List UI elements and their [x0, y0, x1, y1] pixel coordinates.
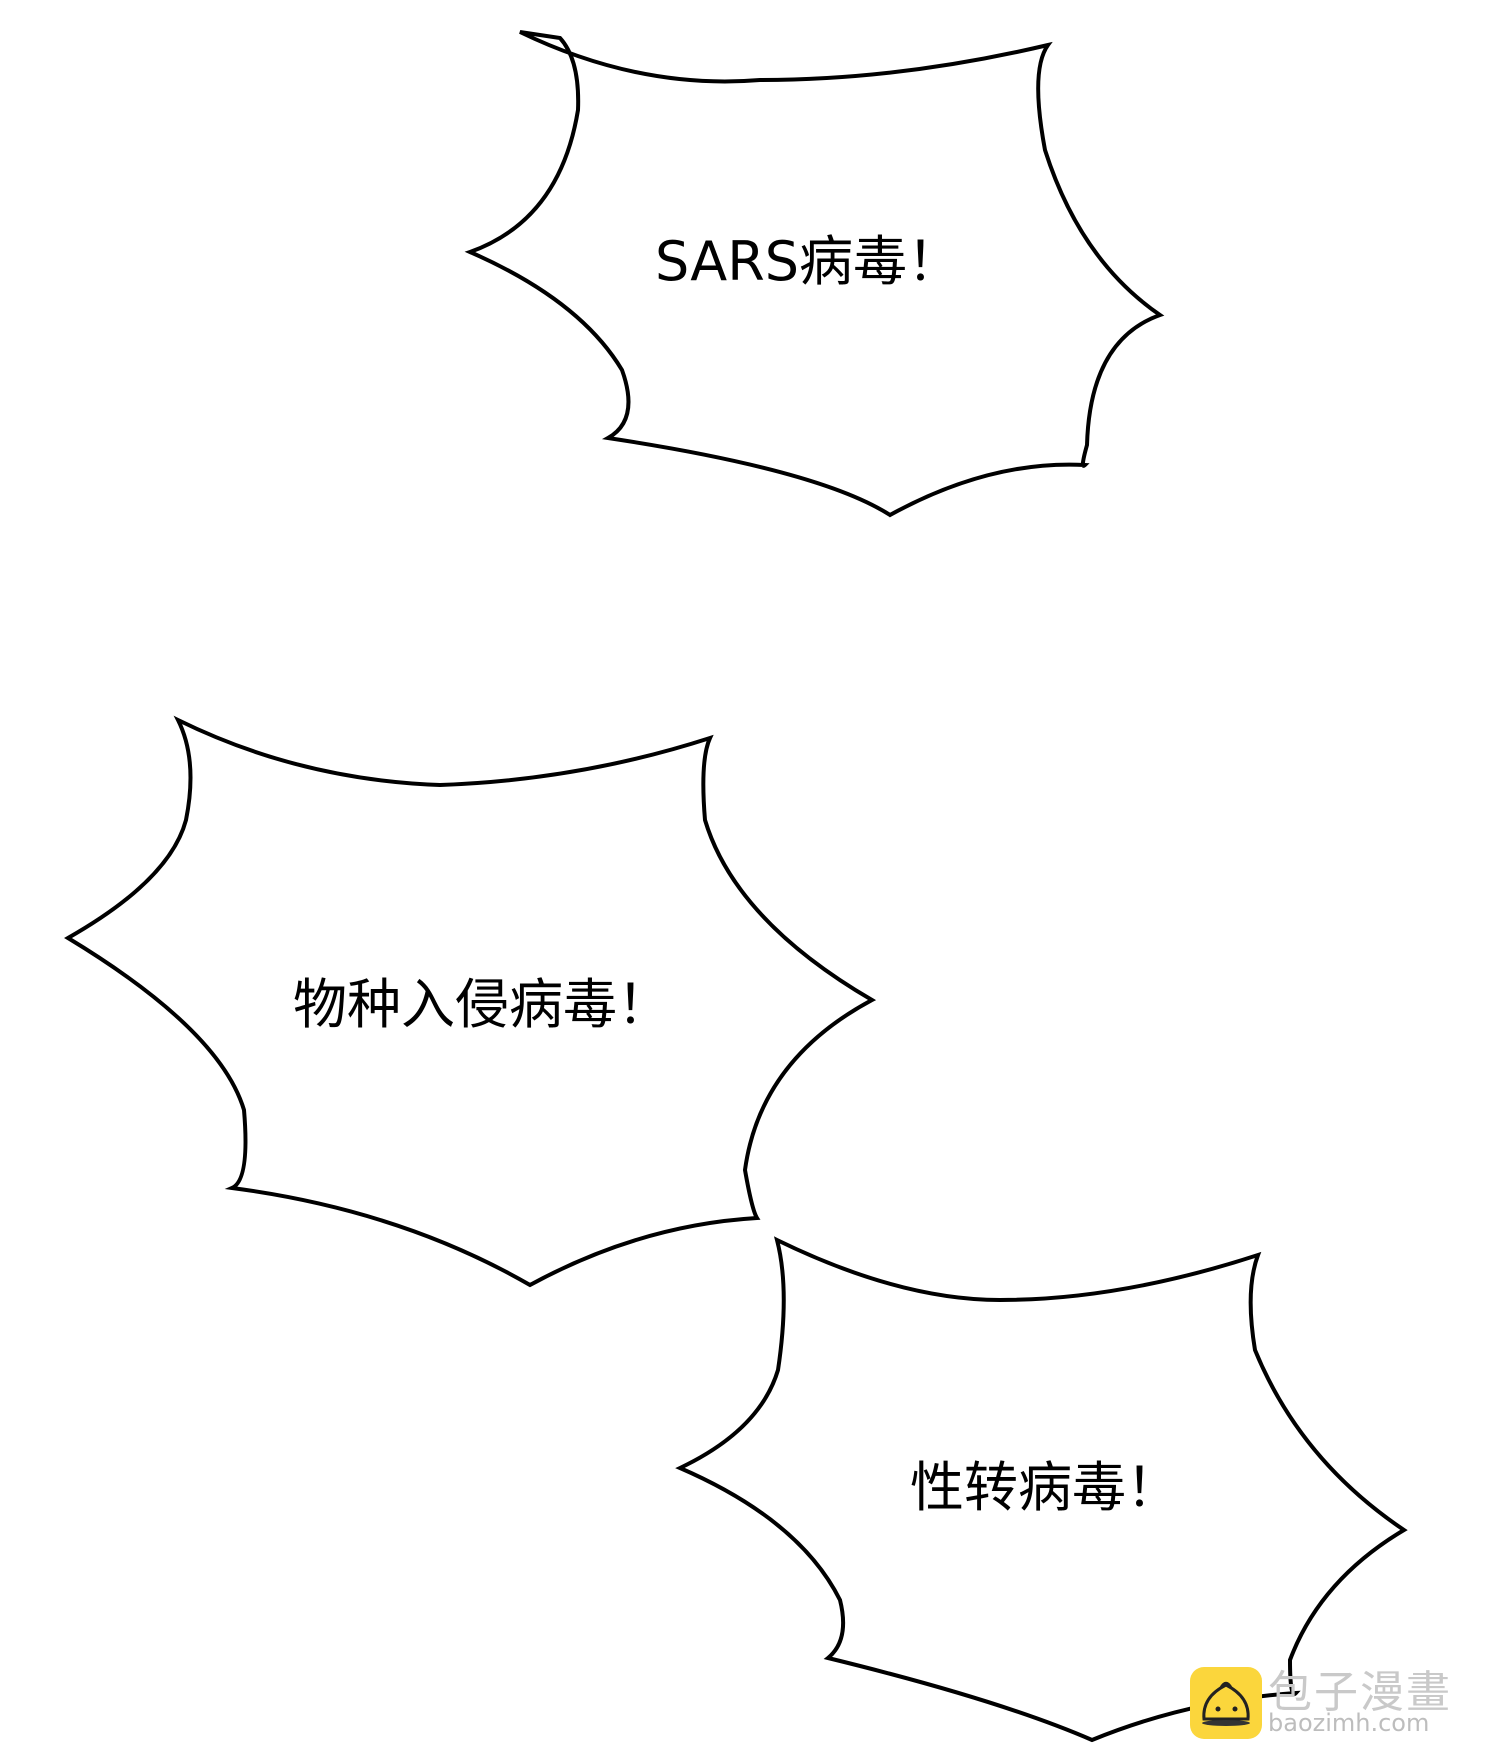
bubble-outline-1 — [464, 30, 1165, 518]
bubble-text-gender-swap: 性转病毒！ — [910, 1456, 1180, 1519]
bun-logo-icon — [1190, 1667, 1262, 1739]
watermark: 包子漫畫 baozimh.com — [1190, 1667, 1452, 1739]
watermark-url: baozimh.com — [1268, 1709, 1430, 1737]
bubble-text-species-invasion: 物种入侵病毒！ — [293, 973, 671, 1036]
bubble-text-sars: SARS病毒！ — [654, 230, 962, 293]
bubble-outline-3 — [675, 1236, 1408, 1743]
watermark-site-name: 包子漫畫 — [1268, 1667, 1452, 1718]
bubble-outline-2 — [64, 715, 877, 1288]
